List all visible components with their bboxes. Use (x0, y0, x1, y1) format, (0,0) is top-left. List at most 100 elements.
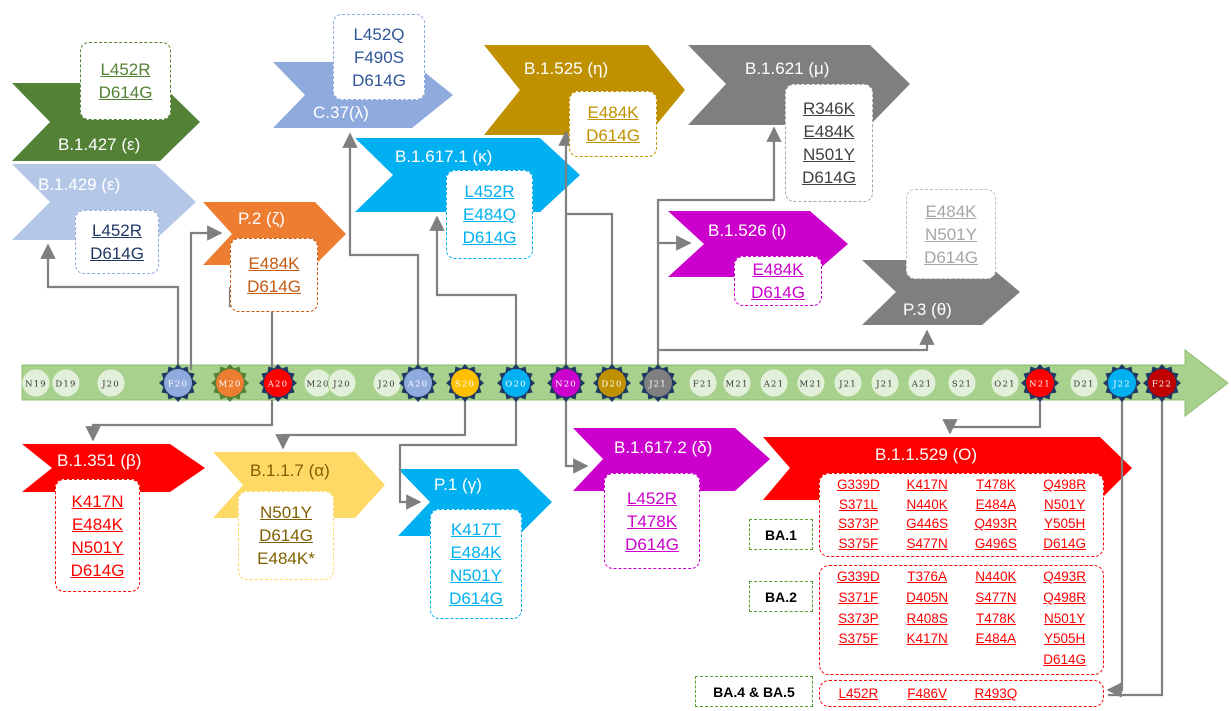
node-circle (1148, 369, 1176, 397)
label-p3: P.3 (θ) (903, 300, 952, 319)
node-label: M20 (218, 380, 241, 390)
node-label: F20 (168, 380, 188, 390)
node-label: A20 (267, 380, 289, 390)
node-circle (598, 369, 626, 397)
timeline-node: M20 (303, 368, 333, 398)
node-label: F21 (693, 380, 713, 390)
mut: E484K* (257, 549, 315, 568)
node-circle (51, 368, 81, 398)
mutation: Q493R (974, 516, 1018, 531)
label-b1427: B.1.427 (ε) (58, 135, 140, 154)
mutation: S373P (838, 610, 879, 626)
timeline-node: M20 (211, 364, 249, 402)
node-circle (870, 368, 900, 398)
mut: E484K (925, 201, 977, 221)
node-label: A21 (763, 380, 785, 390)
node-circle (907, 368, 937, 398)
mut: D614G (924, 247, 978, 267)
mutation: E484A (975, 496, 1017, 512)
ba45-label: BA.4 & BA.5 (695, 676, 813, 707)
mut: D614G (98, 83, 153, 102)
link-a20-b1351 (85, 400, 274, 442)
timeline-node: A20 (399, 364, 437, 402)
node-circle (990, 368, 1020, 398)
node-label: M20 (306, 380, 329, 390)
link-m20-p2 (189, 225, 223, 370)
label-b1429: B.1.429 (ε) (38, 175, 120, 194)
node-label: N21 (1029, 380, 1051, 390)
node-circle (502, 369, 530, 397)
node-circle (947, 368, 977, 398)
mut: T478K (626, 511, 678, 531)
node-label: D19 (55, 380, 76, 390)
mutation: K417N (906, 631, 948, 647)
mut: D614G (586, 126, 640, 145)
link-o20-p1 (398, 400, 518, 510)
timeline-node: N21 (1021, 364, 1059, 402)
mutation: L452R (838, 686, 879, 701)
mut: N501Y (450, 566, 502, 585)
timeline-node: D21 (1069, 368, 1099, 398)
mut: L452R (626, 488, 678, 508)
timeline-node: O20 (497, 364, 535, 402)
mutation: N501Y (1043, 496, 1086, 512)
mut: N501Y (260, 503, 312, 522)
muts-p2: E484K D614G (230, 238, 318, 312)
label-b1621: B.1.621 (μ) (745, 59, 829, 78)
label-omicron: B.1.1.529 (O) (875, 445, 977, 464)
label-p1: P.1 (γ) (434, 475, 482, 494)
timeline-node: O21 (990, 368, 1020, 398)
mutation: D614G (1043, 535, 1087, 551)
mut: D614G (625, 534, 679, 554)
connectors (40, 126, 1164, 698)
node-circle (216, 369, 244, 397)
muts-b16172: L452R T478K D614G (604, 473, 700, 569)
mut: N501Y (803, 145, 855, 164)
mutation: S371F (838, 589, 879, 605)
link-a20b-c37 (342, 132, 420, 370)
node-circle (552, 369, 580, 397)
muts-b1427: L452R D614G (80, 42, 171, 120)
timeline-node: N19 (21, 368, 51, 398)
mutation: N440K (975, 569, 1017, 584)
mut: L452R (91, 221, 143, 240)
mutation: R408S (906, 610, 948, 626)
muts-b1351: K417N E484K N501Y D614G (55, 479, 140, 592)
node-label: J22 (1112, 380, 1131, 390)
muts-c37: L452Q F490S D614G (333, 14, 425, 100)
label-b16171: B.1.617.1 (κ) (395, 147, 492, 166)
mutation: N440K (906, 496, 948, 512)
mutation: T478K (975, 477, 1016, 492)
timeline-node: M21 (796, 368, 826, 398)
link-j21-p3 (658, 329, 935, 352)
mutation: F486V (907, 686, 948, 701)
timeline-node: S21 (947, 368, 977, 398)
timeline-node: F22 (1143, 364, 1181, 402)
mutation: D405N (906, 589, 949, 605)
node-circle (327, 368, 357, 398)
mutation: E484A (975, 631, 1017, 647)
node-label: S20 (455, 380, 475, 390)
mutation: N501Y (1043, 610, 1086, 626)
node-circle (1069, 368, 1099, 398)
mutation: S373P (838, 516, 879, 531)
node-label: M21 (725, 380, 748, 390)
node-label: F22 (1152, 380, 1172, 390)
timeline-node: N20 (547, 364, 585, 402)
timeline-node: J21 (870, 368, 900, 398)
node-circle (688, 368, 718, 398)
mut: D614G (259, 526, 313, 545)
mut: N501Y (925, 224, 977, 244)
mutation: R493Q (974, 686, 1018, 701)
mut: D614G (802, 168, 856, 187)
mutation: G496S (974, 535, 1017, 551)
node-label: J21 (648, 380, 667, 390)
mut: E484K (71, 514, 124, 534)
label-b1526: B.1.526 (ι) (708, 221, 786, 240)
node-circle (1108, 369, 1136, 397)
node-label: J20 (332, 380, 351, 390)
mutation: S371L (838, 496, 878, 512)
mut: E484Q (463, 205, 516, 224)
